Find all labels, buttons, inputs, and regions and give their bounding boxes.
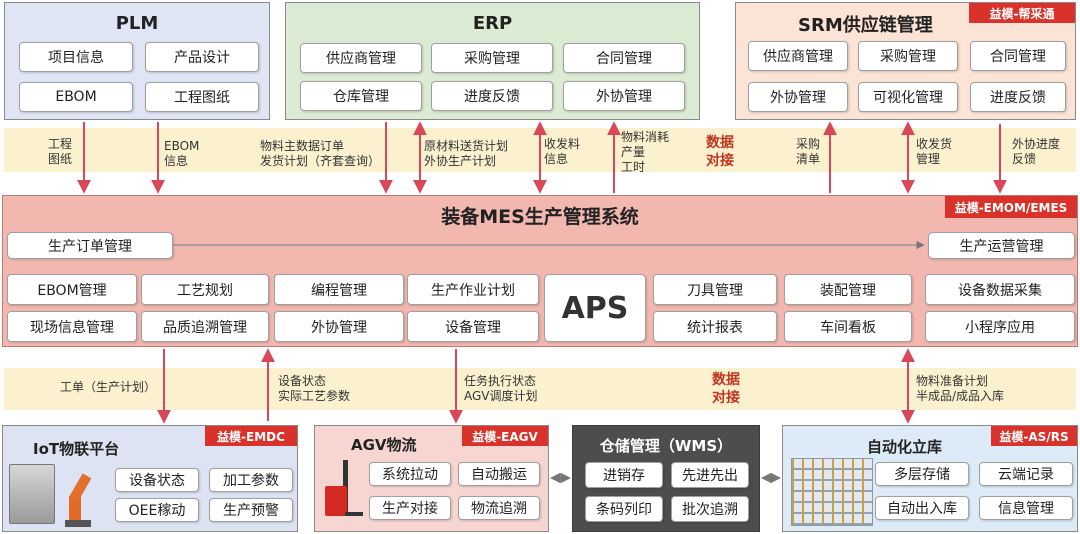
warehouse-rack-image bbox=[791, 458, 873, 526]
top-band-label-material-order: 物料主数据订单 发货计划（齐套查询） bbox=[260, 139, 381, 168]
plm-item-drawings[interactable]: 工程图纸 bbox=[145, 82, 259, 112]
erp-item-outsourcing[interactable]: 外协管理 bbox=[563, 81, 685, 111]
bottom-band-label-material-prep: 物料准备计划 半成品/成品入库 bbox=[916, 374, 1005, 403]
asrs-panel: 自动化立库 益模-AS/RS 多层存储 云端记录 自动出入库 信息管理 bbox=[782, 425, 1078, 532]
asrs-title: 自动化立库 bbox=[867, 438, 943, 456]
bottom-band-label-work-order: 工单（生产计划） bbox=[60, 380, 157, 394]
plm-item-project-info[interactable]: 项目信息 bbox=[19, 42, 133, 72]
srm-item-progress[interactable]: 进度反馈 bbox=[970, 82, 1066, 112]
top-band-data-interface: 数据 对接 bbox=[706, 135, 734, 169]
erp-panel: ERP 供应商管理 采购管理 合同管理 仓库管理 进度反馈 外协管理 bbox=[285, 2, 700, 120]
mes-equipment-management[interactable]: 设备管理 bbox=[407, 311, 539, 342]
erp-item-purchase[interactable]: 采购管理 bbox=[431, 43, 553, 73]
mes-workshop-kanban[interactable]: 车间看板 bbox=[784, 311, 912, 342]
iot-panel: IoT物联平台 益模-EMDC 设备状态 加工参数 OEE稼动 生产预警 bbox=[2, 425, 298, 532]
mes-equipment-data-collection[interactable]: 设备数据采集 bbox=[925, 274, 1075, 305]
asrs-item-cloud-record[interactable]: 云端记录 bbox=[979, 462, 1073, 486]
srm-item-purchase[interactable]: 采购管理 bbox=[858, 41, 958, 71]
wms-panel: 仓储管理（WMS） 进销存 先进先出 条码列印 批次追溯 bbox=[572, 425, 760, 532]
iot-tag: 益模-EMDC bbox=[205, 426, 297, 446]
mes-operations-management[interactable]: 生产运营管理 bbox=[928, 232, 1075, 259]
erp-item-supplier[interactable]: 供应商管理 bbox=[300, 43, 422, 73]
srm-panel: SRM供应链管理 益模-帮采通 供应商管理 采购管理 合同管理 外协管理 可视化… bbox=[735, 2, 1076, 120]
mes-order-management[interactable]: 生产订单管理 bbox=[7, 232, 173, 259]
erp-item-contract[interactable]: 合同管理 bbox=[563, 43, 685, 73]
mes-title: 装备MES生产管理系统 bbox=[441, 206, 639, 228]
iot-title: IoT物联平台 bbox=[33, 440, 120, 458]
iot-item-oee[interactable]: OEE稼动 bbox=[115, 498, 199, 522]
plm-panel: PLM 项目信息 产品设计 EBOM 工程图纸 bbox=[4, 2, 270, 120]
mes-panel: 装备MES生产管理系统 益模-EMOM/EMES 生产订单管理 生产运营管理 E… bbox=[2, 195, 1078, 347]
agv-title: AGV物流 bbox=[351, 436, 417, 454]
srm-item-outsourcing[interactable]: 外协管理 bbox=[748, 82, 848, 112]
plm-item-product-design[interactable]: 产品设计 bbox=[145, 42, 259, 72]
wms-title: 仓储管理（WMS） bbox=[599, 437, 733, 455]
mes-site-info-management[interactable]: 现场信息管理 bbox=[7, 311, 137, 342]
agv-item-system-pull[interactable]: 系统拉动 bbox=[369, 462, 451, 486]
srm-item-supplier[interactable]: 供应商管理 bbox=[748, 41, 848, 71]
agv-panel: AGV物流 益模-EAGV 系统拉动 自动搬运 生产对接 物流追溯 bbox=[314, 425, 549, 532]
bottom-band-label-task-status: 任务执行状态 AGV调度计划 bbox=[464, 374, 538, 403]
agv-item-auto-transport[interactable]: 自动搬运 bbox=[458, 462, 540, 486]
asrs-item-info-management[interactable]: 信息管理 bbox=[979, 496, 1073, 520]
mes-programming-management[interactable]: 编程管理 bbox=[274, 274, 404, 305]
mes-quality-traceability[interactable]: 品质追溯管理 bbox=[141, 311, 269, 342]
mes-mini-program[interactable]: 小程序应用 bbox=[925, 311, 1075, 342]
mes-process-planning[interactable]: 工艺规划 bbox=[141, 274, 269, 305]
wms-item-batch-trace[interactable]: 批次追溯 bbox=[671, 496, 749, 522]
mes-ebom-management[interactable]: EBOM管理 bbox=[7, 274, 137, 305]
top-band-label-ebom: EBOM 信息 bbox=[164, 139, 200, 168]
top-band-label-outsourcing-feedback: 外协进度 反馈 bbox=[1012, 137, 1061, 166]
mes-assembly-management[interactable]: 装配管理 bbox=[784, 274, 912, 305]
iot-item-production-alert[interactable]: 生产预警 bbox=[209, 498, 293, 522]
mes-job-planning[interactable]: 生产作业计划 bbox=[407, 274, 539, 305]
erp-item-warehouse[interactable]: 仓库管理 bbox=[300, 81, 422, 111]
asrs-tag: 益模-AS/RS bbox=[991, 426, 1077, 446]
top-band-label-receiving: 收发货 管理 bbox=[916, 137, 953, 166]
srm-item-contract[interactable]: 合同管理 bbox=[970, 41, 1066, 71]
erp-title: ERP bbox=[472, 13, 513, 34]
agv-item-production-docking[interactable]: 生产对接 bbox=[369, 496, 451, 520]
top-band-label-purchase-list: 采购 清单 bbox=[796, 137, 821, 166]
agv-tag: 益模-EAGV bbox=[462, 426, 548, 446]
top-band-label-consumption: 物料消耗 产量 工时 bbox=[621, 130, 670, 174]
iot-item-process-params[interactable]: 加工参数 bbox=[209, 468, 293, 492]
agv-forklift-image bbox=[323, 460, 363, 524]
top-band-label-raw-material: 原材料送货计划 外协生产计划 bbox=[424, 139, 509, 168]
srm-tag: 益模-帮采通 bbox=[969, 3, 1075, 23]
agv-item-logistics-trace[interactable]: 物流追溯 bbox=[458, 496, 540, 520]
mes-tool-management[interactable]: 刀具管理 bbox=[653, 274, 777, 305]
mes-tag: 益模-EMOM/EMES bbox=[945, 196, 1077, 218]
srm-title: SRM供应链管理 bbox=[798, 15, 933, 36]
erp-item-progress[interactable]: 进度反馈 bbox=[431, 81, 553, 111]
bottom-band-data-interface: 数据 对接 bbox=[712, 372, 740, 406]
asrs-item-auto-in-out[interactable]: 自动出入库 bbox=[875, 496, 969, 520]
srm-item-visual[interactable]: 可视化管理 bbox=[858, 82, 958, 112]
plm-title: PLM bbox=[115, 13, 159, 34]
plm-item-ebom[interactable]: EBOM bbox=[19, 82, 133, 112]
iot-item-equipment-status[interactable]: 设备状态 bbox=[115, 468, 199, 492]
wms-item-barcode-print[interactable]: 条码列印 bbox=[585, 496, 663, 522]
cnc-machine-image bbox=[9, 464, 55, 524]
top-band-label-drawings: 工程 图纸 bbox=[48, 137, 73, 166]
top-band-label-receive-issue: 收发料 信息 bbox=[544, 137, 581, 166]
asrs-item-multilayer-storage[interactable]: 多层存储 bbox=[875, 462, 969, 486]
bottom-band-label-equipment-status: 设备状态 实际工艺参数 bbox=[278, 374, 351, 403]
mes-aps[interactable]: APS bbox=[544, 274, 646, 342]
robot-arm-image bbox=[61, 468, 105, 528]
wms-item-inventory[interactable]: 进销存 bbox=[585, 462, 663, 488]
mes-statistics-reports[interactable]: 统计报表 bbox=[653, 311, 777, 342]
bottom-data-band bbox=[4, 368, 1076, 410]
wms-item-fifo[interactable]: 先进先出 bbox=[671, 462, 749, 488]
mes-outsourcing-management[interactable]: 外协管理 bbox=[274, 311, 404, 342]
